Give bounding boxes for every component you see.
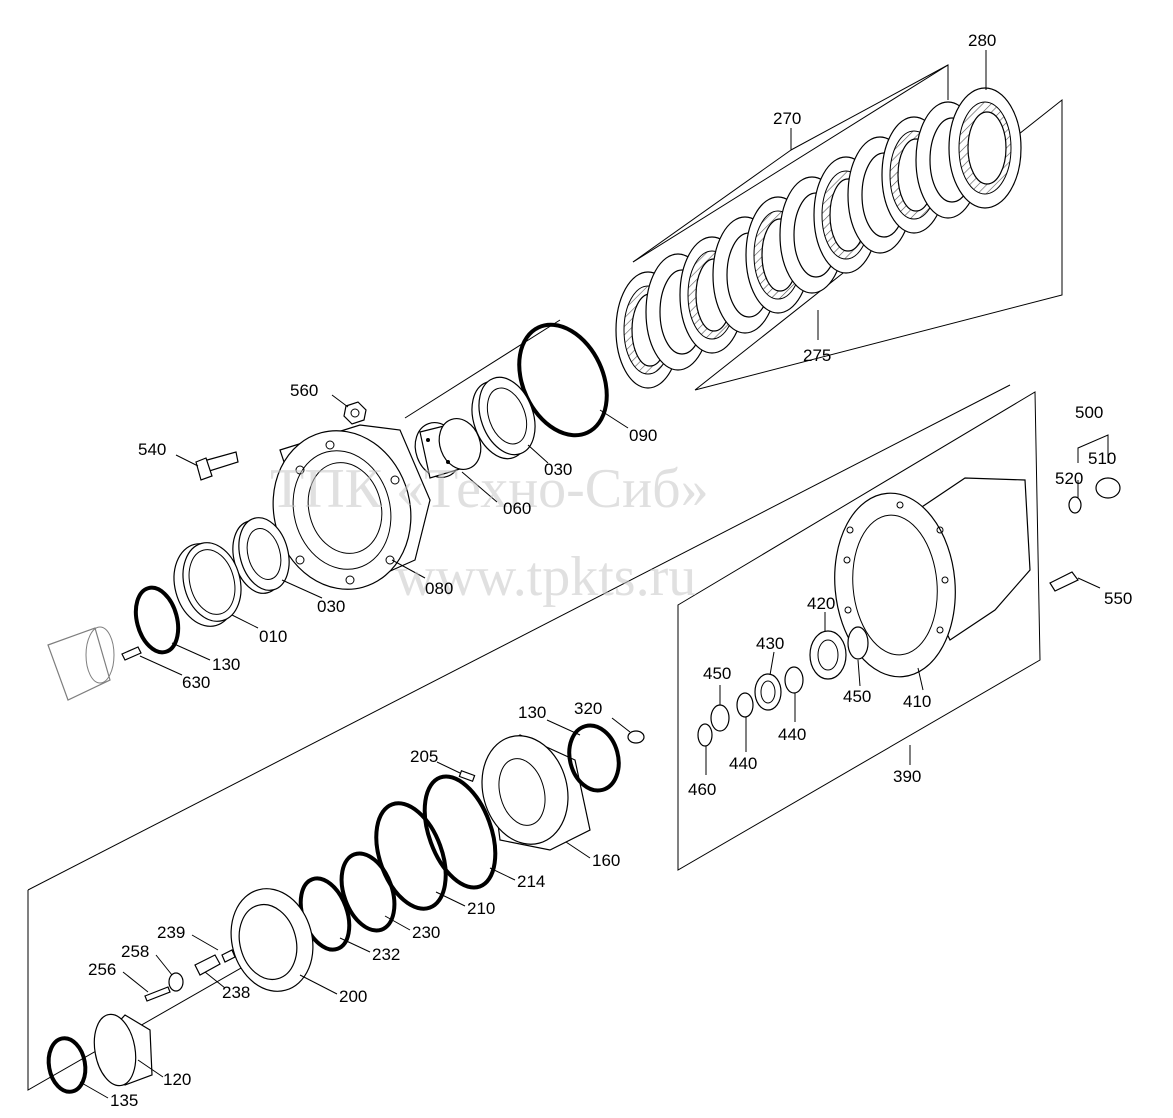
holder-200 bbox=[230, 888, 314, 992]
spring-239 bbox=[221, 949, 236, 963]
label-230: 230 bbox=[412, 923, 440, 942]
ring-440-right bbox=[784, 666, 804, 694]
bearing-030-lower bbox=[232, 517, 290, 594]
label-256: 256 bbox=[88, 960, 116, 979]
watermark: ТПК «Техно-Сиб» www.tpkts.ru bbox=[270, 458, 709, 608]
ring-440-left bbox=[736, 692, 754, 718]
label-238: 238 bbox=[222, 983, 250, 1002]
label-090: 090 bbox=[629, 426, 657, 445]
plug-510 bbox=[1095, 477, 1121, 499]
label-205: 205 bbox=[410, 747, 438, 766]
watermark-line2: www.tpkts.ru bbox=[395, 546, 696, 608]
label-390: 390 bbox=[893, 767, 921, 786]
bearing-430 bbox=[754, 673, 782, 711]
washer-450-left bbox=[710, 704, 730, 732]
snap-ring-460 bbox=[697, 723, 713, 747]
label-540: 540 bbox=[138, 440, 166, 459]
label-520: 520 bbox=[1055, 469, 1083, 488]
label-060: 060 bbox=[503, 499, 531, 518]
carrier-160 bbox=[481, 734, 591, 851]
sleeve-060 bbox=[414, 418, 482, 479]
label-430: 430 bbox=[756, 634, 784, 653]
bolt-540 bbox=[195, 451, 239, 481]
label-440-left: 440 bbox=[729, 754, 757, 773]
label-200: 200 bbox=[339, 987, 367, 1006]
label-214: 214 bbox=[517, 872, 545, 891]
bolt-550 bbox=[1049, 571, 1079, 592]
seal-010 bbox=[173, 542, 242, 627]
o-ring-130-left bbox=[133, 585, 181, 655]
end-plate bbox=[948, 87, 1022, 209]
label-210: 210 bbox=[467, 899, 495, 918]
label-460: 460 bbox=[688, 780, 716, 799]
washer-320 bbox=[627, 730, 645, 744]
ring-gear-120 bbox=[93, 1013, 153, 1087]
label-010: 010 bbox=[259, 627, 287, 646]
label-232: 232 bbox=[372, 945, 400, 964]
label-450-left: 450 bbox=[703, 664, 731, 683]
label-080: 080 bbox=[425, 579, 453, 598]
pin-256 bbox=[144, 986, 171, 1002]
o-ring-130-right bbox=[567, 723, 621, 793]
label-550: 550 bbox=[1104, 589, 1132, 608]
screw-630 bbox=[121, 646, 142, 661]
label-560: 560 bbox=[290, 381, 318, 400]
label-030-upper: 030 bbox=[544, 460, 572, 479]
label-420: 420 bbox=[807, 594, 835, 613]
label-275: 275 bbox=[803, 346, 831, 365]
nut-560 bbox=[343, 401, 367, 425]
hub-080 bbox=[272, 424, 431, 590]
spindle-stub bbox=[47, 626, 115, 701]
pin-258 bbox=[168, 972, 184, 992]
label-500: 500 bbox=[1075, 403, 1103, 422]
spring-238 bbox=[194, 954, 221, 976]
label-440-right: 440 bbox=[778, 725, 806, 744]
bearing-030-upper bbox=[471, 376, 536, 460]
o-ring-210 bbox=[374, 801, 448, 911]
leader-lines bbox=[79, 50, 1101, 1099]
label-630: 630 bbox=[182, 673, 210, 692]
label-270: 270 bbox=[773, 109, 801, 128]
bracket-500 bbox=[1077, 434, 1109, 463]
o-ring-135 bbox=[46, 1036, 88, 1094]
label-160: 160 bbox=[592, 851, 620, 870]
label-280: 280 bbox=[968, 31, 996, 50]
label-120: 120 bbox=[163, 1070, 191, 1089]
o-ring-214 bbox=[422, 774, 498, 890]
pin-205 bbox=[458, 770, 476, 782]
label-450-right: 450 bbox=[843, 687, 871, 706]
gear-420 bbox=[809, 630, 847, 680]
label-239: 239 bbox=[157, 923, 185, 942]
label-135: 135 bbox=[110, 1091, 138, 1110]
clutch-plate-pack bbox=[615, 87, 1022, 389]
label-130-left: 130 bbox=[212, 655, 240, 674]
seal-ring-520 bbox=[1068, 496, 1082, 514]
washer-450-right bbox=[847, 626, 869, 660]
label-510: 510 bbox=[1088, 449, 1116, 468]
label-130-right: 130 bbox=[518, 703, 546, 722]
label-030-lower: 030 bbox=[317, 597, 345, 616]
o-ring-230 bbox=[339, 851, 397, 933]
watermark-line1: ТПК «Техно-Сиб» bbox=[270, 458, 709, 520]
label-410: 410 bbox=[903, 692, 931, 711]
label-320: 320 bbox=[574, 699, 602, 718]
label-258: 258 bbox=[121, 942, 149, 961]
part-labels: 280 270 275 090 030 060 560 540 080 030 … bbox=[88, 31, 1132, 1110]
